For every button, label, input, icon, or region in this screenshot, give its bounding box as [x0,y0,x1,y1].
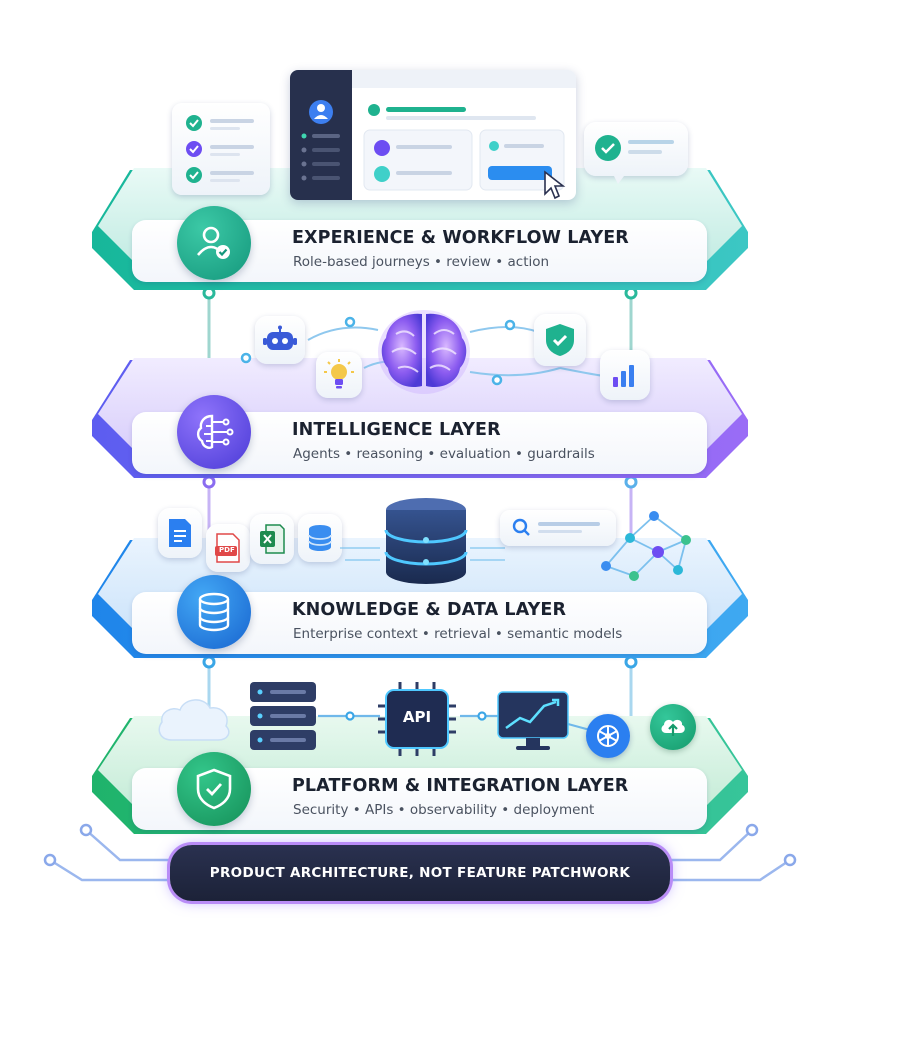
lightbulb-tile [316,352,362,398]
approval-chat-bubble [584,122,688,184]
server-rack-icon [246,676,320,758]
pdf-badge-label: PDF [219,546,235,554]
shield-check-icon [177,752,251,826]
knowledge-layer-card: KNOWLEDGE & DATA LAYER Enterprise contex… [132,592,707,654]
layer-title: PLATFORM & INTEGRATION LAYER [292,776,629,796]
brain-icon [376,306,472,396]
layer-subtitle: Role-based journeys • review • action [293,254,550,270]
checklist-card [172,103,270,195]
pdf-file-tile: PDF [206,524,250,572]
layer-title: EXPERIENCE & WORKFLOW LAYER [292,228,629,248]
layer-title: KNOWLEDGE & DATA LAYER [292,600,567,620]
search-bar-tile [500,510,616,546]
database-stack-icon [380,496,472,588]
cloud-upload-icon [650,704,696,750]
user-check-icon [177,206,251,280]
kubernetes-icon [586,714,630,758]
robot-agent-tile [255,316,305,364]
layer-title: INTELLIGENCE LAYER [292,420,501,440]
spreadsheet-tile [250,514,294,564]
document-tile [158,508,202,558]
dashboard-sidebar [290,70,352,200]
knowledge-graph-icon [596,508,696,588]
database-icon [177,575,251,649]
layer-subtitle: Enterprise context • retrieval • semanti… [293,626,623,642]
monitor-analytics-icon [496,690,570,754]
dashboard-window [290,70,576,200]
layer-subtitle: Security • APIs • observability • deploy… [293,802,595,818]
shield-guardrail-tile [534,314,586,366]
api-chip-label: API [402,708,432,726]
database-small-tile [298,514,342,562]
cloud-icon [154,690,234,744]
api-chip: API [376,680,458,758]
architecture-banner: PRODUCT ARCHITECTURE, NOT FEATURE PATCHW… [170,845,670,901]
layer-subtitle: Agents • reasoning • evaluation • guardr… [293,446,595,462]
bar-chart-tile [600,350,650,400]
brain-circuit-icon [177,395,251,469]
banner-text: PRODUCT ARCHITECTURE, NOT FEATURE PATCHW… [209,865,631,881]
cursor-icon [544,170,566,200]
